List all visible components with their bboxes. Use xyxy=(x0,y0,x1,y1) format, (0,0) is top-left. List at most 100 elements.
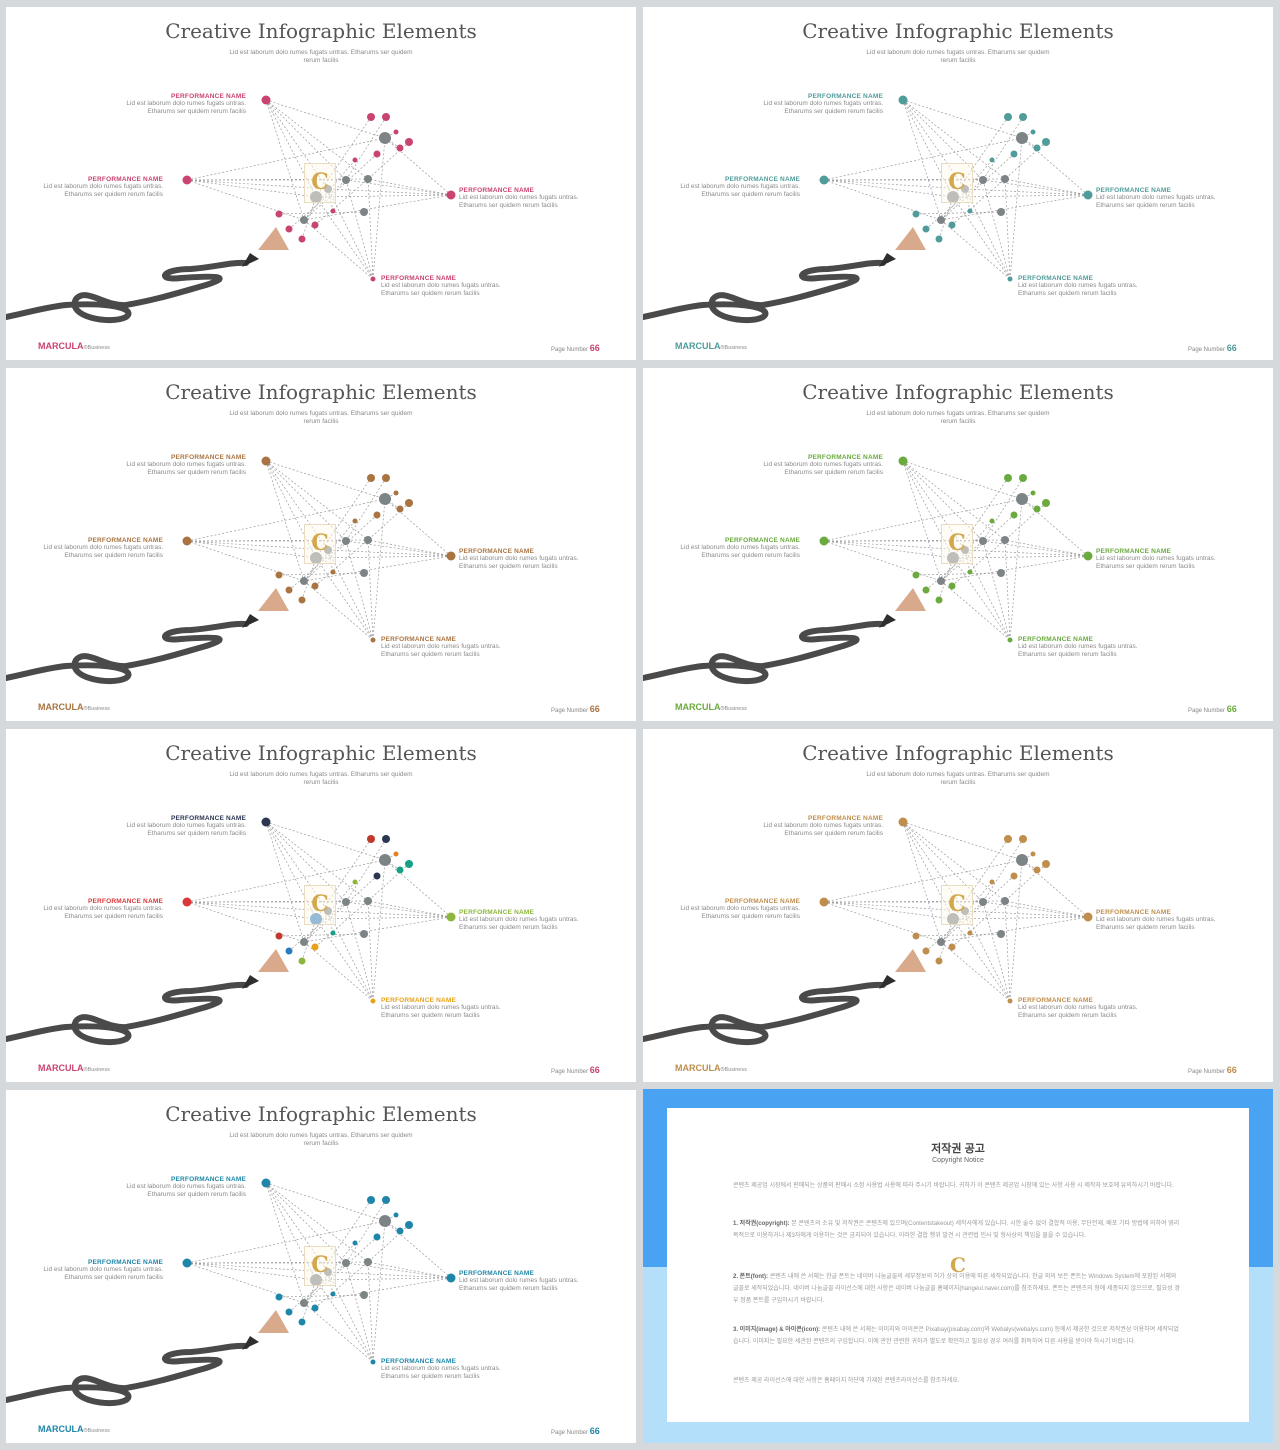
network-node xyxy=(997,569,1005,577)
notice-section-text: 콘텐츠 내에 쓴 서체는 이미지와 아이콘은 Pixabay(pixabay.c… xyxy=(733,1327,1179,1345)
network-node xyxy=(360,569,368,577)
network-node xyxy=(912,210,920,218)
slide-subtitle: Lid est laborum dolo rumes fugats untras… xyxy=(866,771,1050,786)
performance-description: Lid est laborum dolo rumes fugats untras… xyxy=(459,916,579,931)
pencil-icon xyxy=(258,949,289,972)
hub-node xyxy=(261,1178,271,1188)
network-node xyxy=(1001,536,1009,544)
network-node xyxy=(379,854,391,866)
logo-letter: C xyxy=(948,169,966,195)
page-number-value: 66 xyxy=(589,343,600,353)
hub-node xyxy=(370,637,376,643)
network-node xyxy=(396,505,404,513)
hub-node xyxy=(1007,637,1013,643)
page-number-value: 66 xyxy=(589,704,600,714)
network-node xyxy=(396,866,404,874)
slide-title: Creative Infographic Elements xyxy=(165,19,477,43)
network-node xyxy=(352,879,358,885)
scribble-line xyxy=(6,1342,249,1407)
network-node xyxy=(979,898,987,906)
hub-node xyxy=(370,998,376,1004)
logo-letter: C xyxy=(948,530,966,556)
page-number-value: 66 xyxy=(1226,704,1237,714)
hub-node xyxy=(182,175,192,185)
network-node xyxy=(360,930,368,938)
hub-node xyxy=(898,456,908,466)
center-logo: C xyxy=(941,524,973,564)
performance-description: Lid est laborum dolo rumes fugats untras… xyxy=(459,555,579,570)
network-node xyxy=(1019,113,1027,121)
page-number-label: Page Number xyxy=(551,1069,590,1075)
network-node xyxy=(285,1308,293,1316)
network-node xyxy=(396,1227,404,1235)
network-node xyxy=(912,571,920,579)
network-node xyxy=(1004,474,1012,482)
performance-description: Lid est laborum dolo rumes fugats untras… xyxy=(43,183,163,198)
network-node xyxy=(298,1318,306,1326)
brand-suffix: ®Business xyxy=(720,345,747,351)
hub-node xyxy=(370,1359,376,1365)
network-node xyxy=(948,221,956,229)
network-node xyxy=(360,1291,368,1299)
notice-subtitle: Copyright Notice xyxy=(932,1157,984,1164)
performance-name: PERFORMANCE NAME xyxy=(1018,275,1094,282)
network-node xyxy=(342,898,350,906)
network-node xyxy=(1042,138,1050,146)
network-node xyxy=(342,537,350,545)
network-node xyxy=(979,537,987,545)
network-node xyxy=(364,897,372,905)
performance-name: PERFORMANCE NAME xyxy=(1096,187,1172,194)
page-number-label: Page Number xyxy=(551,347,590,353)
hub-node xyxy=(446,190,456,200)
hub-node xyxy=(1083,190,1093,200)
network-node xyxy=(405,138,413,146)
notice-section-text: 본 콘텐츠의 소유 및 저작권은 콘텐츠에 있으며(Contentstakeou… xyxy=(733,1221,1180,1239)
network-node xyxy=(311,221,319,229)
brand-logo: MARCULA®Business xyxy=(38,341,110,351)
performance-description: Lid est laborum dolo rumes fugats untras… xyxy=(381,1004,501,1019)
page-number-label: Page Number xyxy=(551,1430,590,1436)
slide-subtitle: Lid est laborum dolo rumes fugats untras… xyxy=(866,49,1050,64)
network-node xyxy=(935,235,943,243)
page-number-label: Page Number xyxy=(1188,347,1227,353)
performance-description: Lid est laborum dolo rumes fugats untras… xyxy=(763,822,883,837)
network-node xyxy=(989,518,995,524)
performance-description: Lid est laborum dolo rumes fugats untras… xyxy=(126,822,246,837)
slide-subtitle: Lid est laborum dolo rumes fugats untras… xyxy=(229,1132,413,1147)
pencil-icon xyxy=(895,949,926,972)
notice-title: 저작권 공고 xyxy=(931,1143,985,1155)
notice-section-font: 2. 폰트(font): 콘텐츠 내에 쓴 서체는 한글 폰트는 네이버 나눔글… xyxy=(733,1271,1183,1307)
hub-node xyxy=(370,276,376,282)
performance-name: PERFORMANCE NAME xyxy=(381,1358,457,1365)
slide-title: Creative Infographic Elements xyxy=(165,1102,477,1126)
network-node xyxy=(330,569,336,575)
page-number-value: 66 xyxy=(1226,343,1237,353)
slide-subtitle: Lid est laborum dolo rumes fugats untras… xyxy=(229,771,413,786)
network-node xyxy=(300,577,308,585)
network-node xyxy=(997,930,1005,938)
network-node xyxy=(935,596,943,604)
network-node xyxy=(275,1293,283,1301)
hub-node xyxy=(898,817,908,827)
network-node xyxy=(967,930,973,936)
notice-section-title: 3. 이미지(image) & 아이콘(icon): xyxy=(733,1327,821,1333)
brand-suffix: ®Business xyxy=(83,1067,110,1073)
hub-node xyxy=(1007,276,1013,282)
hub-node xyxy=(446,912,456,922)
notice-section-image: 3. 이미지(image) & 아이콘(icon): 콘텐츠 내에 쓴 서체는 … xyxy=(733,1324,1183,1348)
page-number: Page Number 66 xyxy=(1188,1065,1237,1075)
performance-name: PERFORMANCE NAME xyxy=(170,815,246,822)
hub-node xyxy=(261,817,271,827)
performance-description: Lid est laborum dolo rumes fugats untras… xyxy=(459,1277,579,1292)
pencil-network-graphic xyxy=(6,95,456,324)
network-node xyxy=(367,474,375,482)
